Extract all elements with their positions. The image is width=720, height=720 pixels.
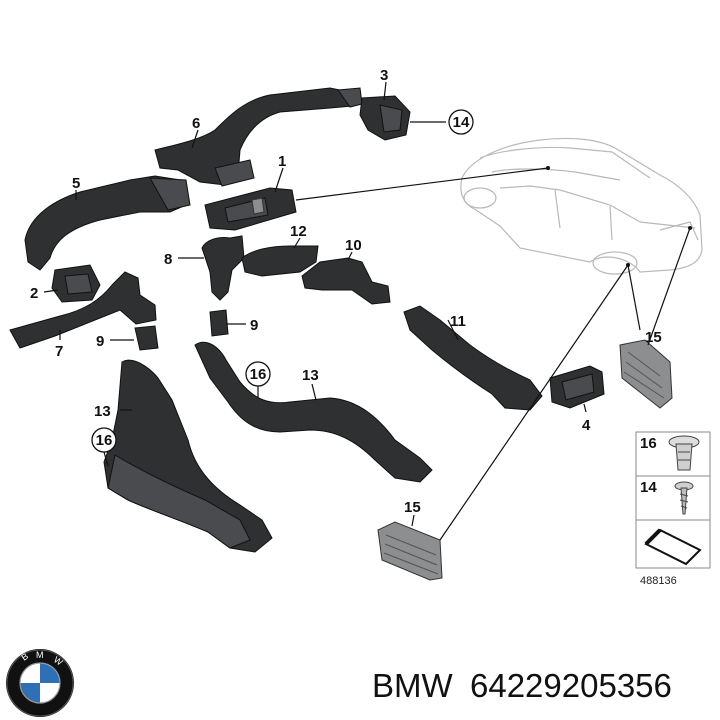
callout-circle-16-left	[91, 427, 117, 453]
callout-4: 4	[582, 417, 591, 434]
callout-13-right: 13	[302, 367, 319, 384]
callout-16-right: 16	[250, 366, 267, 383]
callout-9-right: 9	[250, 317, 258, 334]
part-9-clip-left	[134, 325, 159, 351]
callout-15-bottom: 15	[404, 499, 421, 516]
part-7-duct	[9, 271, 157, 349]
callout-7: 7	[55, 343, 63, 360]
legend-label-16: 16	[640, 435, 657, 452]
screw-icon	[674, 481, 694, 515]
svg-text:M: M	[36, 650, 44, 660]
part-3-vent-bracket	[359, 95, 411, 141]
part-13-floor-duct-right	[194, 341, 433, 483]
callout-12: 12	[290, 223, 307, 240]
part-1-center-vent	[204, 187, 297, 231]
callout-circle-16-right	[245, 361, 271, 387]
callout-1: 1	[278, 153, 286, 170]
legend-label-14: 14	[640, 479, 657, 496]
callout-9-left: 9	[96, 333, 104, 350]
callout-circle-14	[448, 109, 474, 135]
part-5-duct	[24, 175, 191, 271]
leader-lines	[43, 81, 691, 541]
part-6-duct	[154, 87, 363, 187]
part-12-duct	[241, 245, 319, 277]
callout-11: 11	[450, 313, 466, 330]
part-15-grille-bottom	[377, 521, 443, 581]
part-number: 64229205356	[470, 667, 672, 704]
seal-strip-icon	[644, 528, 702, 566]
fastener-legend: 16 14 488136	[635, 431, 711, 587]
car-outline-drawing	[460, 137, 703, 275]
part-15-grille-right	[619, 339, 673, 409]
part-9-clip-right	[209, 309, 229, 337]
callout-10: 10	[345, 237, 362, 254]
callout-6: 6	[192, 115, 200, 132]
part-11-duct	[403, 305, 543, 411]
callout-2: 2	[30, 285, 38, 302]
callout-8: 8	[164, 251, 172, 268]
svg-text:B: B	[19, 651, 30, 663]
callout-labels: 3 14 6 5 1 2 7 9 8 9 12 10 11 4 15 16 13…	[30, 67, 662, 516]
part-8-bracket	[201, 235, 245, 301]
callout-5: 5	[72, 175, 80, 192]
bmw-logo-icon: B M W	[6, 649, 74, 717]
part-13-floor-duct-left	[103, 359, 273, 553]
part-2-side-vent	[51, 264, 101, 303]
callout-16-left: 16	[96, 432, 113, 449]
part-10-duct	[301, 257, 391, 305]
part-4-rear-vent	[549, 365, 605, 409]
drawing-number: 488136	[640, 575, 677, 587]
brand-name: BMW	[372, 667, 454, 704]
callout-15-right: 15	[645, 329, 662, 346]
callout-13-left: 13	[94, 403, 111, 420]
clip-icon	[668, 435, 700, 471]
callout-14: 14	[453, 114, 470, 131]
callout-3: 3	[380, 67, 388, 84]
